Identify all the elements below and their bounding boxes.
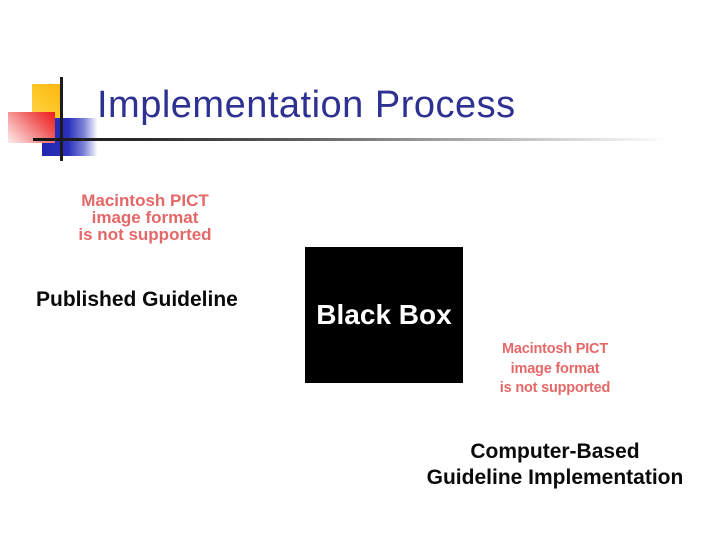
black-box-label: Black Box [316,299,452,330]
slide-title: Implementation Process [97,84,516,126]
computer-based-guideline-label: Computer-Based Guideline Implementation [374,439,720,491]
computer-based-guideline-line2: Guideline Implementation [426,466,684,489]
pict-placeholder-line: image format [91,208,199,227]
decoration-vertical-line [60,77,63,161]
pict-placeholder-line: image format [510,360,600,377]
pict-placeholder-line: Macintosh PICT [502,341,608,357]
pict-placeholder-line: Macintosh PICT [81,191,209,210]
decoration-red-square [8,112,55,143]
published-guideline-label: Published Guideline [36,288,238,311]
black-box: Black Box [305,247,463,383]
pict-placeholder-line: is not supported [499,380,611,396]
pict-placeholder-top-left: Macintosh PICT image format is not suppo… [40,192,250,243]
pict-placeholder-right: Macintosh PICT image format is not suppo… [480,340,630,399]
title-underline-rule [33,138,670,141]
pict-placeholder-line: is not supported [78,225,212,244]
computer-based-guideline-line1: Computer-Based [470,440,640,463]
